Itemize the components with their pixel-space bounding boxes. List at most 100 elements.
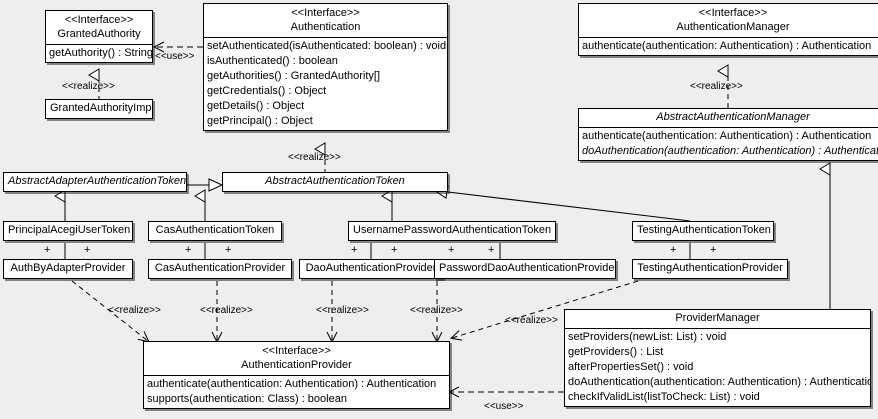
member-row: afterPropertiesSet() : void bbox=[568, 361, 694, 373]
class-username-password-authentication-token-header: UsernamePasswordAuthenticationToken bbox=[349, 222, 555, 240]
member-row: authenticate(authentication: Authenticat… bbox=[582, 40, 872, 52]
member-row: getCredentials() : Object bbox=[207, 85, 327, 97]
edge-label-realize-password-dao-authentication-provider: <<realize>> bbox=[410, 305, 463, 316]
class-abstract-authentication-manager[interactable]: AbstractAuthenticationManager authentica… bbox=[578, 108, 878, 161]
member-row: doAuthentication(authentication: Authent… bbox=[582, 145, 878, 157]
class-testing-authentication-token-header: TestingAuthenticationToken bbox=[633, 222, 773, 240]
edge-label-realize-auth-by-adapter-provider: <<realize>> bbox=[108, 305, 161, 316]
role-marker-plus: + bbox=[710, 244, 717, 256]
member-row: setAuthenticated(isAuthenticated: boolea… bbox=[207, 40, 447, 52]
class-name-label: AbstractAdapterAuthenticationToken bbox=[8, 175, 187, 187]
class-auth-by-adapter-provider-header: AuthByAdapterProvider bbox=[4, 260, 132, 278]
class-name-label: AuthByAdapterProvider bbox=[10, 262, 126, 274]
class-password-dao-authentication-provider[interactable]: PasswordDaoAuthenticationProvider bbox=[434, 259, 616, 279]
class-authentication-manager-members: authenticate(authentication: Authenticat… bbox=[579, 37, 878, 55]
stereotype-label: <<Interface>> bbox=[698, 7, 768, 19]
class-name-label: UsernamePasswordAuthenticationToken bbox=[353, 224, 552, 236]
class-authentication-header: <<Interface>> Authentication bbox=[204, 4, 447, 37]
edge-label-realize-testing-authentication-provider: <<realize>> bbox=[505, 315, 558, 326]
class-authentication-provider[interactable]: <<Interface>> AuthenticationProvider aut… bbox=[143, 341, 450, 409]
class-abstract-authentication-manager-header: AbstractAuthenticationManager bbox=[579, 109, 878, 127]
class-provider-manager[interactable]: ProviderManager setProviders(newList: Li… bbox=[564, 309, 871, 407]
class-cas-authentication-provider[interactable]: CasAuthenticationProvider bbox=[148, 259, 292, 279]
class-provider-manager-members: setProviders(newList: List) : void getPr… bbox=[565, 328, 870, 406]
class-name-label: PrincipalAcegiUserToken bbox=[8, 224, 131, 236]
class-name-label: AbstractAuthenticationManager bbox=[656, 111, 810, 123]
member-row: getPrincipal() : Object bbox=[207, 115, 313, 127]
member-row: getProviders() : List bbox=[568, 346, 664, 358]
class-name-label: Authentication bbox=[290, 21, 361, 33]
stereotype-label: <<Interface>> bbox=[64, 14, 134, 26]
member-row: supports(authentication: Class) : boolea… bbox=[147, 393, 347, 405]
class-name-label: DaoAuthenticationProvider bbox=[305, 262, 437, 274]
role-marker-plus: + bbox=[448, 244, 455, 256]
class-granted-authority[interactable]: <<Interface>> GrantedAuthority getAuthor… bbox=[45, 10, 153, 63]
member-row: authenticate(authentication: Authenticat… bbox=[147, 378, 437, 390]
class-abstract-adapter-authentication-token[interactable]: AbstractAdapterAuthenticationToken bbox=[3, 172, 187, 192]
class-cas-authentication-provider-header: CasAuthenticationProvider bbox=[149, 260, 291, 278]
class-name-label: AbstractAuthenticationToken bbox=[265, 175, 405, 187]
role-marker-plus: + bbox=[185, 244, 192, 256]
member-row: doAuthentication(authentication: Authent… bbox=[568, 376, 871, 388]
class-abstract-authentication-token[interactable]: AbstractAuthenticationToken bbox=[222, 172, 448, 192]
member-row: setProviders(newList: List) : void bbox=[568, 331, 727, 343]
class-name-label: GrantedAuthorityImpl bbox=[50, 102, 153, 114]
class-name-label: GrantedAuthority bbox=[57, 28, 141, 40]
class-abstract-adapter-authentication-token-header: AbstractAdapterAuthenticationToken bbox=[4, 173, 186, 191]
class-granted-authority-impl[interactable]: GrantedAuthorityImpl bbox=[45, 99, 153, 119]
role-marker-plus: + bbox=[225, 244, 232, 256]
class-authentication-provider-members: authenticate(authentication: Authenticat… bbox=[144, 375, 449, 408]
class-granted-authority-header: <<Interface>> GrantedAuthority bbox=[46, 11, 152, 44]
member-row: getAuthorities() : GrantedAuthority[] bbox=[207, 70, 381, 82]
member-row: checkIfValidList(listToCheck: List) : vo… bbox=[568, 391, 760, 403]
class-name-label: AuthenticationProvider bbox=[241, 359, 352, 371]
class-authentication-manager-header: <<Interface>> AuthenticationManager bbox=[579, 4, 878, 37]
class-name-label: TestingAuthenticationProvider bbox=[637, 262, 783, 274]
class-abstract-authentication-manager-members: authenticate(authentication: Authenticat… bbox=[579, 127, 878, 160]
class-testing-authentication-token[interactable]: TestingAuthenticationToken bbox=[632, 221, 774, 241]
class-auth-by-adapter-provider[interactable]: AuthByAdapterProvider bbox=[3, 259, 133, 279]
role-marker-plus: + bbox=[84, 244, 91, 256]
class-provider-manager-header: ProviderManager bbox=[565, 310, 870, 328]
class-principal-acegi-user-token-header: PrincipalAcegiUserToken bbox=[4, 222, 132, 240]
edge-label-realize-cas-authentication-provider: <<realize>> bbox=[200, 305, 253, 316]
class-cas-authentication-token-header: CasAuthenticationToken bbox=[149, 222, 281, 240]
class-name-label: TestingAuthenticationToken bbox=[637, 224, 771, 236]
stereotype-label: <<Interface>> bbox=[291, 7, 360, 19]
edge-label-realize-abstract-authentication-manager: <<realize>> bbox=[690, 81, 743, 92]
class-dao-authentication-provider[interactable]: DaoAuthenticationProvider bbox=[299, 259, 443, 279]
edge-label-realize-granted-authority-impl: <<realize>> bbox=[62, 81, 115, 92]
member-row: getAuthority() : String bbox=[49, 47, 153, 59]
member-row: getDetails() : Object bbox=[207, 100, 305, 112]
role-marker-plus: + bbox=[351, 244, 358, 256]
class-cas-authentication-token[interactable]: CasAuthenticationToken bbox=[148, 221, 282, 241]
member-row: isAuthenticated() : boolean bbox=[207, 55, 338, 67]
class-principal-acegi-user-token[interactable]: PrincipalAcegiUserToken bbox=[3, 221, 133, 241]
class-granted-authority-members: getAuthority() : String bbox=[46, 44, 152, 62]
class-dao-authentication-provider-header: DaoAuthenticationProvider bbox=[300, 260, 442, 278]
class-authentication-provider-header: <<Interface>> AuthenticationProvider bbox=[144, 342, 449, 375]
class-authentication[interactable]: <<Interface>> Authentication setAuthenti… bbox=[203, 3, 448, 131]
class-granted-authority-impl-header: GrantedAuthorityImpl bbox=[46, 100, 152, 118]
stereotype-label: <<Interface>> bbox=[262, 345, 331, 357]
edge-label-use-granted-authority: <<use>> bbox=[155, 51, 195, 62]
role-marker-plus: + bbox=[44, 244, 51, 256]
edge-label-realize-dao-authentication-provider: <<realize>> bbox=[316, 305, 369, 316]
class-name-label: PasswordDaoAuthenticationProvider bbox=[439, 262, 616, 274]
class-authentication-manager[interactable]: <<Interface>> AuthenticationManager auth… bbox=[578, 3, 878, 56]
class-testing-authentication-provider-header: TestingAuthenticationProvider bbox=[633, 260, 787, 278]
class-name-label: AuthenticationManager bbox=[676, 21, 790, 33]
role-marker-plus: + bbox=[670, 244, 677, 256]
class-name-label: ProviderManager bbox=[675, 312, 760, 324]
class-abstract-authentication-token-header: AbstractAuthenticationToken bbox=[223, 173, 447, 191]
class-authentication-members: setAuthenticated(isAuthenticated: boolea… bbox=[204, 37, 447, 130]
role-marker-plus: + bbox=[488, 244, 495, 256]
edge-label-use-provider-manager: <<use>> bbox=[484, 401, 524, 412]
class-username-password-authentication-token[interactable]: UsernamePasswordAuthenticationToken bbox=[348, 221, 556, 241]
class-testing-authentication-provider[interactable]: TestingAuthenticationProvider bbox=[632, 259, 788, 279]
member-row: authenticate(authentication: Authenticat… bbox=[582, 130, 872, 142]
role-marker-plus: + bbox=[391, 244, 398, 256]
edge-label-realize-authentication-token: <<realize>> bbox=[288, 152, 341, 163]
class-name-label: CasAuthenticationToken bbox=[155, 224, 275, 236]
